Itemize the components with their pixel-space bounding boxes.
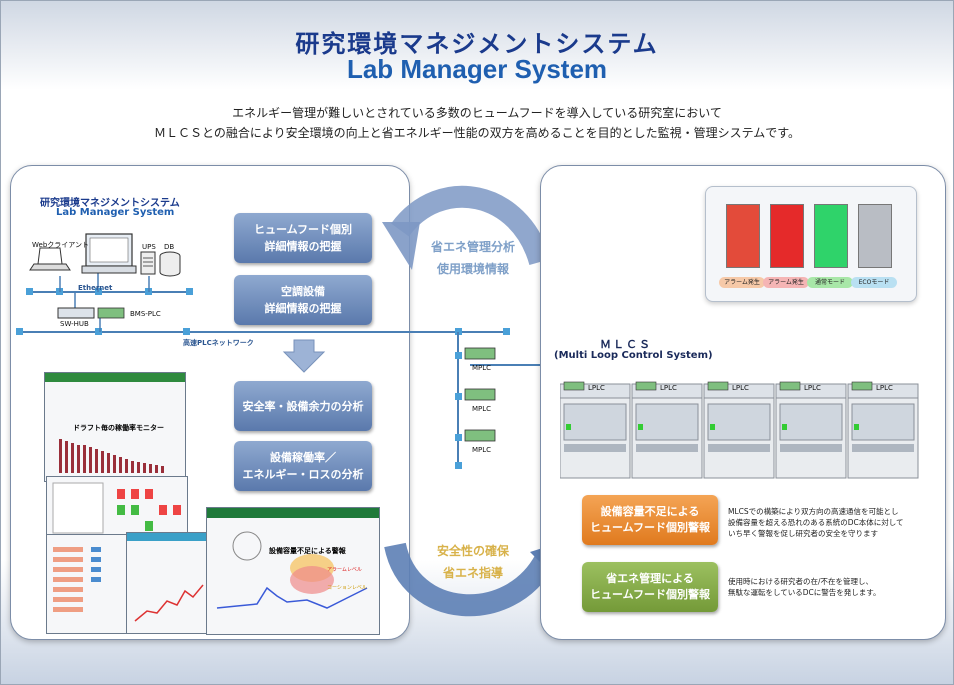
alarm-screen-title: 設備容量不足による警報: [269, 547, 346, 555]
mplc-label: MPLC: [472, 364, 492, 372]
lplc-label: LPLC: [588, 384, 605, 392]
top-arrow-line: 使用環境情報: [436, 262, 509, 276]
lplc-label: LPLC: [732, 384, 749, 392]
monitor-title: ドラフト毎の稼働率モニター: [73, 424, 164, 432]
warning-desc-line: いち早く警報を促し研究者の安全を守ります: [728, 529, 878, 538]
mode-pill-normal: 通常モード: [807, 277, 853, 288]
screenshot-trend: [126, 532, 214, 634]
warning-box-line: ヒュームフード個別警報: [589, 521, 710, 534]
web-client-label: Webクライアント: [32, 241, 89, 249]
info-box-utilization: 設備稼働率／ エネルギー・ロスの分析: [234, 441, 372, 491]
info-box-line: 設備稼働率／: [270, 451, 336, 464]
fume-hood-row: [560, 381, 919, 479]
mplc-label: MPLC: [472, 446, 492, 454]
caution-level-label: コーションレベル: [327, 585, 367, 591]
screenshot-list-graphic: [53, 547, 101, 612]
screenshot-titlebar: [45, 373, 185, 382]
warning-box-line: 省エネ管理による: [606, 572, 694, 585]
warning-box-line: ヒュームフード個別警報: [589, 588, 710, 601]
info-box-line: 空調設備: [281, 285, 325, 298]
mplc-label: MPLC: [472, 405, 492, 413]
screenshot-monitor: ドラフト毎の稼働率モニター: [44, 372, 186, 482]
warning-box-line: 設備容量不足による: [600, 505, 700, 518]
info-box-line: 詳細情報の把握: [264, 240, 342, 253]
mlcs-label: ＭＬＣＳ: [600, 338, 652, 351]
screenshot-panel: [46, 476, 188, 540]
warning-desc-capacity: MLCSでの構築により双方向の高速通信を可能とし 設備容量を超える恐れのある系統…: [728, 506, 904, 539]
left-logo-jp: 研究環境マネジメントシステム: [40, 198, 180, 209]
bottom-arrow-line: 安全性の確保: [436, 544, 509, 558]
screenshot-trend-graphic: [134, 584, 204, 622]
bms-plc-label: BMS-PLC: [130, 310, 161, 318]
db-label: DB: [164, 243, 175, 251]
lplc-label: LPLC: [876, 384, 893, 392]
title-japanese: 研究環境マネジメントシステム: [295, 30, 659, 58]
description-line-1: エネルギー管理が難しいとされている多数のヒュームフードを導入している研究室におい…: [232, 106, 722, 120]
mode-pill-alarm-2: アラーム発生: [763, 277, 809, 288]
bottom-arrow-label: 安全性の確保 省エネ指導: [418, 540, 528, 584]
mlcs-full-label: (Multi Loop Control System): [554, 350, 713, 361]
description-line-2: ＭＬＣＳとの融合により安全環境の向上と省エネルギー性能の双方を高めることを目的と…: [153, 126, 801, 140]
screenshot-list: [46, 534, 134, 634]
warning-box-energy: 省エネ管理による ヒュームフード個別警報: [582, 562, 718, 612]
top-arrow-label: 省エネ管理分析 使用環境情報: [418, 236, 528, 280]
mode-pill-alarm-1: アラーム発生: [719, 277, 765, 288]
info-box-hvac: 空調設備 詳細情報の把握: [234, 275, 372, 325]
top-arrow-line: 省エネ管理分析: [430, 240, 515, 254]
warning-desc-line: MLCSでの構築により双方向の高速通信を可能とし: [728, 507, 899, 516]
warning-desc-line: 使用時における研究者の在/不在を管理し、: [728, 577, 874, 586]
plc-network-label: 高速PLCネットワーク: [183, 339, 254, 347]
warning-desc-line: 無駄な運転をしているDCに警告を発します。: [728, 588, 881, 597]
sw-hub-label: SW-HUB: [60, 320, 89, 328]
monitor-bars: [59, 439, 164, 473]
warning-desc-line: 設備容量を超える恐れのある系統のDC本体に対して: [728, 518, 904, 527]
left-logo-en: Lab Manager System: [56, 207, 175, 218]
mode-indicator-normal: [814, 204, 848, 268]
mode-pill-eco: ECOモード: [851, 277, 897, 288]
warning-desc-energy: 使用時における研究者の在/不在を管理し、 無駄な運転をしているDCに警告を発しま…: [728, 576, 881, 598]
info-box-line: ヒュームフード個別: [253, 223, 352, 236]
mode-indicator-alarm-2: [770, 204, 804, 268]
info-box-line: 安全率・設備余力の分析: [242, 399, 364, 413]
mode-indicator-eco: [858, 204, 892, 268]
info-box-fumehood: ヒュームフード個別 詳細情報の把握: [234, 213, 372, 263]
screenshot-panel-graphic: [52, 482, 181, 534]
screenshot-alarm: 設備容量不足による警報 アラームレベル コーションレベル: [206, 507, 380, 635]
mode-indicator-alarm-1: [726, 204, 760, 268]
lplc-label: LPLC: [660, 384, 677, 392]
info-box-line: エネルギー・ロスの分析: [242, 468, 364, 481]
screenshot-alarm-graphic: [216, 531, 368, 609]
screenshot-titlebar: [207, 508, 379, 518]
info-box-line: 詳細情報の把握: [264, 302, 342, 315]
ups-label: UPS: [142, 243, 156, 251]
alarm-level-label: アラームレベル: [327, 567, 362, 573]
title-english: Lab Manager System: [346, 54, 608, 84]
screenshot-titlebar: [127, 533, 213, 541]
lplc-label: LPLC: [804, 384, 821, 392]
info-box-safety: 安全率・設備余力の分析: [234, 381, 372, 431]
bottom-arrow-line: 省エネ指導: [442, 566, 503, 580]
ethernet-label: Ethernet: [78, 284, 113, 292]
warning-box-capacity: 設備容量不足による ヒュームフード個別警報: [582, 495, 718, 545]
